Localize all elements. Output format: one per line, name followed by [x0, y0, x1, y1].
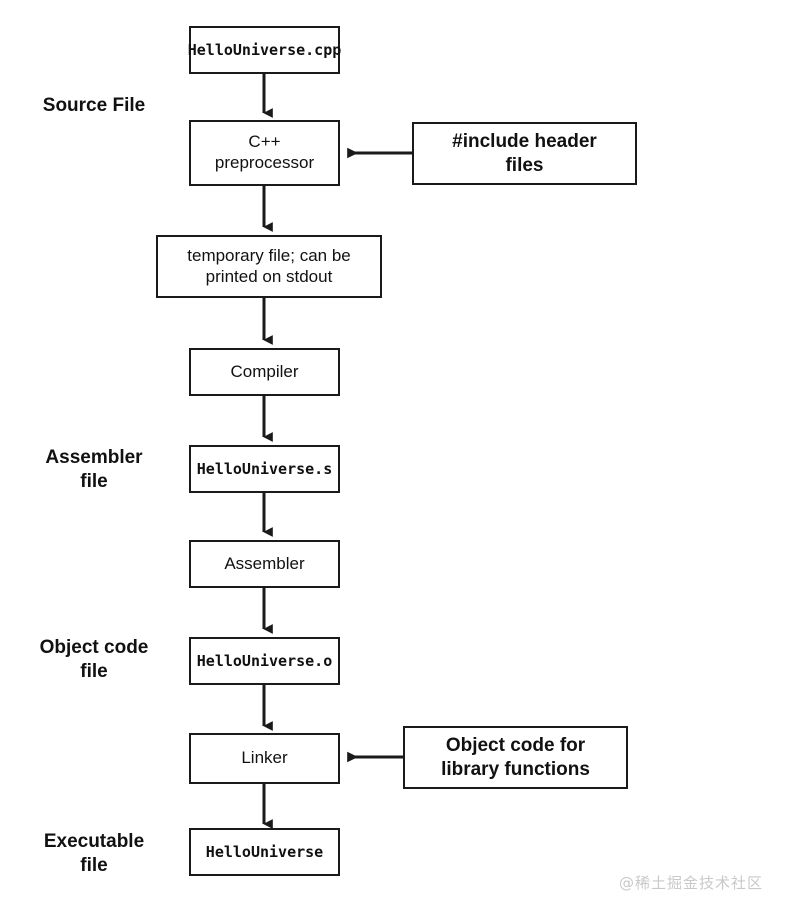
stage-label-executable-file: Executable file	[43, 830, 145, 876]
node-assembler[interactable]: Assembler	[189, 540, 340, 588]
stage-label-source-file: Source File	[42, 94, 146, 116]
node-temporary-file[interactable]: temporary file; can be printed on stdout	[156, 235, 382, 298]
node-library-object-code[interactable]: Object code for library functions	[403, 726, 628, 789]
node-executable-file[interactable]: HelloUniverse	[189, 828, 340, 876]
node-compiler[interactable]: Compiler	[189, 348, 340, 396]
stage-label-object-code-file: Object code file	[39, 636, 149, 682]
node-object-file[interactable]: HelloUniverse.o	[189, 637, 340, 685]
watermark-label: @稀土掘金技术社区	[619, 874, 764, 892]
node-assembly-file[interactable]: HelloUniverse.s	[189, 445, 340, 493]
node-linker[interactable]: Linker	[189, 733, 340, 784]
node-cpp-preprocessor[interactable]: C++ preprocessor	[189, 120, 340, 186]
node-source-file[interactable]: HelloUniverse.cpp	[188, 26, 341, 74]
stage-label-assembler-file: Assembler file	[45, 446, 143, 492]
node-include-header-files[interactable]: #include header files	[412, 122, 637, 185]
